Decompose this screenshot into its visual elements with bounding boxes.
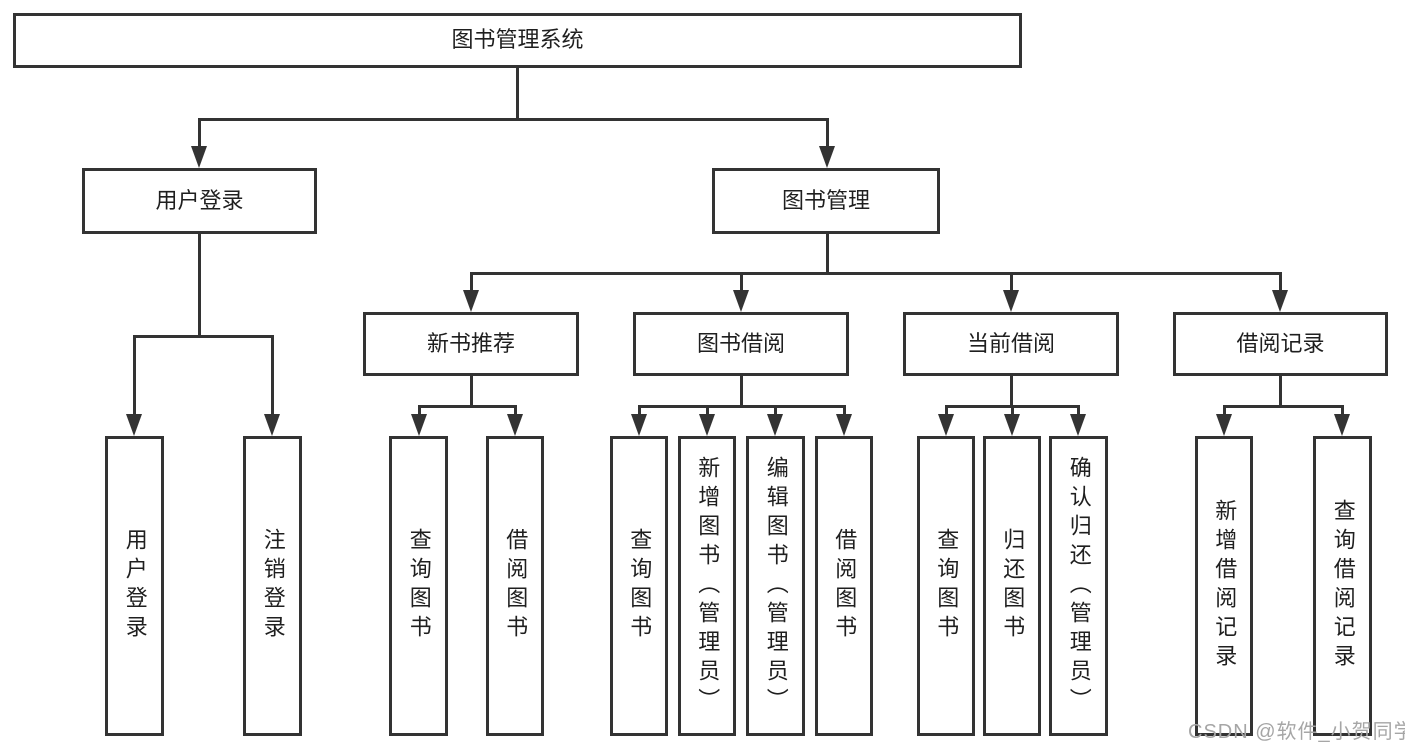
connector-stem-br-query [1341,405,1344,416]
leaf-bb-add-book-admin: 新增图书（管理员） [678,436,736,736]
connector-br-trunk [1279,375,1282,405]
arrowhead-nbr-borrow [507,414,523,436]
arrowhead-user-login [191,146,207,168]
connector-stem-borrowing-records [1279,272,1282,292]
leaf-nbr-query-books: 查询图书 [389,436,448,736]
arrowhead-br-query [1334,414,1350,436]
arrowhead-bb-add [699,414,715,436]
leaf-bb-borrow-books: 借阅图书 [815,436,873,736]
connector-user-login-trunk [198,234,201,335]
arrowhead-new-book-recommendation [463,290,479,312]
arrowhead-book-borrowing [733,290,749,312]
leaf-logout: 注销登录 [243,436,302,736]
leaf-cb-query-books: 查询图书 [917,436,975,736]
connector-stem-bb-borrow [843,405,846,416]
connector-br-rail [1223,405,1344,408]
connector-stem-new-book-recommendation [470,272,473,292]
arrowhead-cb-query [938,414,954,436]
leaf-br-add-borrow-record: 新增借阅记录 [1195,436,1253,736]
connector-nbr-rail [418,405,517,408]
leaf-cb-confirm-return-admin: 确认归还（管理员） [1049,436,1108,736]
node-current-borrowing: 当前借阅 [903,312,1119,376]
leaf-user-login: 用户登录 [105,436,164,736]
node-book-borrowing: 图书借阅 [633,312,849,376]
arrowhead-br-add [1216,414,1232,436]
connector-stem-cb-return [1011,405,1014,416]
node-library-management-system: 图书管理系统 [13,13,1022,68]
arrowhead-leaf-user-login [126,414,142,436]
connector-cb-trunk [1010,375,1013,405]
connector-stem-leaf-logout [271,335,274,417]
connector-stem-bb-query [638,405,641,416]
arrowhead-borrowing-records [1272,290,1288,312]
arrowhead-book-management [819,146,835,168]
connector-root-trunk [516,67,519,119]
arrowhead-leaf-logout [264,414,280,436]
arrowhead-current-borrowing [1003,290,1019,312]
leaf-nbr-borrow-books: 借阅图书 [486,436,544,736]
arrowhead-nbr-query [411,414,427,436]
connector-book-management-rail [470,272,1282,275]
arrowhead-bb-query [631,414,647,436]
connector-user-login-rail [133,335,274,338]
arrowhead-cb-confirm [1070,414,1086,436]
connector-stem-book-management [826,118,829,148]
node-book-management: 图书管理 [712,168,940,234]
connector-bb-trunk [740,375,743,405]
leaf-br-query-borrow-record: 查询借阅记录 [1313,436,1372,736]
leaf-bb-edit-book-admin: 编辑图书（管理员） [746,436,805,736]
connector-bb-rail [638,405,846,408]
connector-stem-nbr-borrow [514,405,517,416]
connector-book-management-trunk [826,234,829,272]
arrowhead-cb-return [1004,414,1020,436]
arrowhead-bb-edit [767,414,783,436]
connector-stem-book-borrowing [740,272,743,292]
leaf-cb-return-books: 归还图书 [983,436,1041,736]
connector-stem-cb-query [945,405,948,416]
node-user-login: 用户登录 [82,168,317,234]
connector-nbr-trunk [470,375,473,405]
arrowhead-bb-borrow [836,414,852,436]
leaf-bb-query-books: 查询图书 [610,436,668,736]
connector-stem-bb-add [706,405,709,416]
connector-root-rail [198,118,829,121]
connector-stem-cb-confirm [1077,405,1080,416]
connector-stem-bb-edit [774,405,777,416]
connector-stem-nbr-query [418,405,421,416]
watermark-csdn: CSDN @软件_小贺同学 [1188,721,1405,743]
connector-stem-br-add [1223,405,1226,416]
node-new-book-recommendation: 新书推荐 [363,312,579,376]
connector-stem-leaf-user-login [133,335,136,417]
connector-stem-current-borrowing [1010,272,1013,292]
node-borrowing-records: 借阅记录 [1173,312,1388,376]
connector-stem-user-login [198,118,201,148]
